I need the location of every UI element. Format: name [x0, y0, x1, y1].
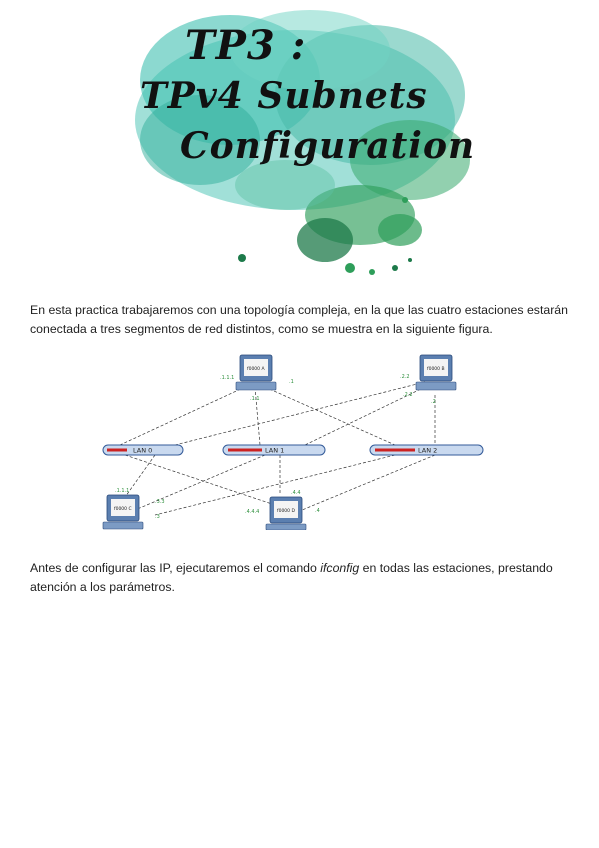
- station-d-name: f0000 D: [277, 508, 295, 514]
- station-a-ip-2: .1: [289, 379, 294, 385]
- station-a-name: f0000 A: [247, 366, 265, 372]
- station-d: f0000 D .4.4 .4.4.4 .4: [245, 490, 320, 530]
- instruction-line-1: Antes de configurar las IP, ejecutaremos…: [30, 559, 570, 578]
- station-c: f0000 C .1.1.1 .3.3 .3: [102, 488, 165, 530]
- lan-1-label: LAN 1: [265, 447, 284, 455]
- station-b: f0000 B .2.2 .2.2 .2: [400, 354, 457, 405]
- intro-line-2: conectada a tres segmentos de red distin…: [30, 322, 493, 336]
- station-c-ip-3: .3: [155, 514, 160, 520]
- lan-1: LAN 1: [222, 444, 326, 456]
- station-b-name: f0000 B: [427, 366, 445, 372]
- instruction-before: Antes de configurar las IP, ejecutaremos…: [30, 561, 321, 575]
- watercolor-splash: [135, 10, 470, 275]
- connection-lines: [119, 381, 436, 516]
- header-graphic: TP3 : TPv4 Subnets Configuration: [110, 0, 490, 290]
- station-a: f0000 A .1.1.1 .1 .1.1: [220, 354, 294, 402]
- lan-0-label: LAN 0: [133, 447, 152, 455]
- title-line-3: Configuration: [180, 125, 476, 167]
- instruction-line-2: atención a los parámetros.: [30, 580, 175, 594]
- station-d-ip-2: .4.4.4: [245, 509, 259, 515]
- lan-0: LAN 0: [102, 444, 184, 456]
- instruction-paragraph: Antes de configurar las IP, ejecutaremos…: [30, 559, 570, 597]
- instruction-after: en todas las estaciones, prestando: [359, 561, 553, 575]
- station-d-ip-1: .4.4: [291, 490, 301, 496]
- station-b-ip-2: .2.2: [403, 392, 413, 398]
- intro-paragraph: En esta practica trabajaremos con una to…: [30, 301, 570, 339]
- station-c-ip-1: .1.1.1: [115, 488, 129, 494]
- title-line-2: TPv4 Subnets: [140, 75, 428, 117]
- station-c-name: f0000 C: [114, 506, 132, 512]
- ifconfig-command: ifconfig: [320, 561, 360, 575]
- lan-2-label: LAN 2: [418, 447, 437, 455]
- lan-2: LAN 2: [369, 444, 484, 456]
- network-topology-diagram: LAN 0 LAN 1 LAN 2 f0000 A .1.1.1 .1 .1.1…: [95, 350, 495, 530]
- station-a-ip-3: .1.1: [250, 396, 260, 402]
- station-a-ip-1: .1.1.1: [220, 375, 234, 381]
- station-b-ip-1: .2.2: [400, 374, 410, 380]
- station-c-ip-2: .3.3: [155, 499, 165, 505]
- station-d-ip-3: .4: [315, 508, 320, 514]
- title-line-1: TP3 :: [185, 22, 307, 69]
- intro-line-1: En esta practica trabajaremos con una to…: [30, 303, 568, 317]
- station-b-ip-3: .2: [431, 399, 436, 405]
